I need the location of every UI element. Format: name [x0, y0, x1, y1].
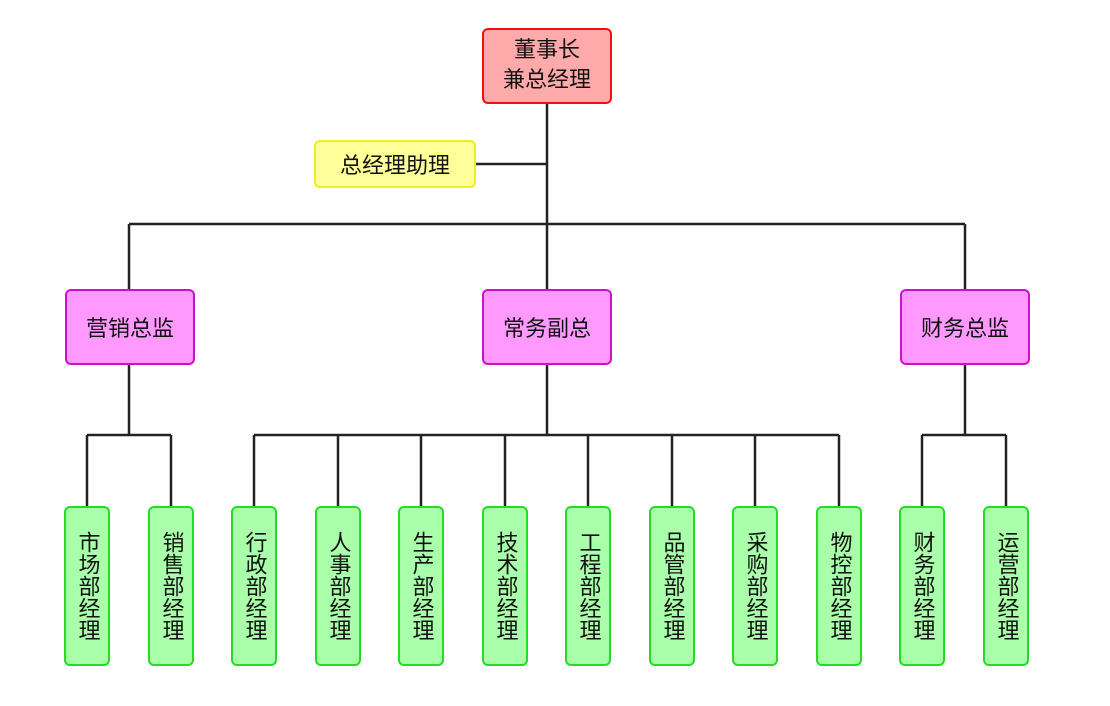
- director-label-marketing: 营销总监: [85, 317, 174, 342]
- assistant-node: 总经理助理: [314, 140, 476, 188]
- dept-node-material-control: 物控部经理: [816, 506, 862, 666]
- dept-label: 采购部经理: [742, 531, 768, 641]
- dept-label: 市场部经理: [74, 531, 100, 641]
- dept-node-operations: 运营部经理: [983, 506, 1029, 666]
- dept-label: 行政部经理: [241, 531, 267, 641]
- chairman-title-line1: 董事长: [513, 38, 580, 63]
- dept-node-tech: 技术部经理: [482, 506, 528, 666]
- chairman-node: 董事长 兼总经理: [482, 28, 612, 104]
- dept-label: 品管部经理: [659, 531, 685, 641]
- director-node-operations: 常务副总: [482, 289, 612, 365]
- dept-label: 销售部经理: [158, 531, 184, 641]
- dept-label: 运营部经理: [993, 531, 1019, 641]
- dept-node-market: 市场部经理: [64, 506, 110, 666]
- dept-node-finance: 财务部经理: [899, 506, 945, 666]
- dept-label: 财务部经理: [909, 531, 935, 641]
- dept-label: 物控部经理: [826, 531, 852, 641]
- director-label-finance: 财务总监: [920, 317, 1009, 342]
- dept-label: 生产部经理: [408, 531, 434, 641]
- director-label-operations: 常务副总: [502, 317, 591, 342]
- dept-node-sales: 销售部经理: [148, 506, 194, 666]
- dept-node-hr: 人事部经理: [315, 506, 361, 666]
- dept-label: 工程部经理: [575, 531, 601, 641]
- dept-node-purchasing: 采购部经理: [732, 506, 778, 666]
- chairman-title-line2: 兼总经理: [502, 68, 591, 93]
- director-node-finance: 财务总监: [900, 289, 1030, 365]
- dept-label: 人事部经理: [325, 531, 351, 641]
- dept-node-production: 生产部经理: [398, 506, 444, 666]
- assistant-label: 总经理助理: [339, 154, 450, 179]
- dept-node-quality: 品管部经理: [649, 506, 695, 666]
- dept-node-engineering: 工程部经理: [565, 506, 611, 666]
- dept-node-admin: 行政部经理: [231, 506, 277, 666]
- director-node-marketing: 营销总监: [65, 289, 195, 365]
- dept-label: 技术部经理: [492, 531, 518, 641]
